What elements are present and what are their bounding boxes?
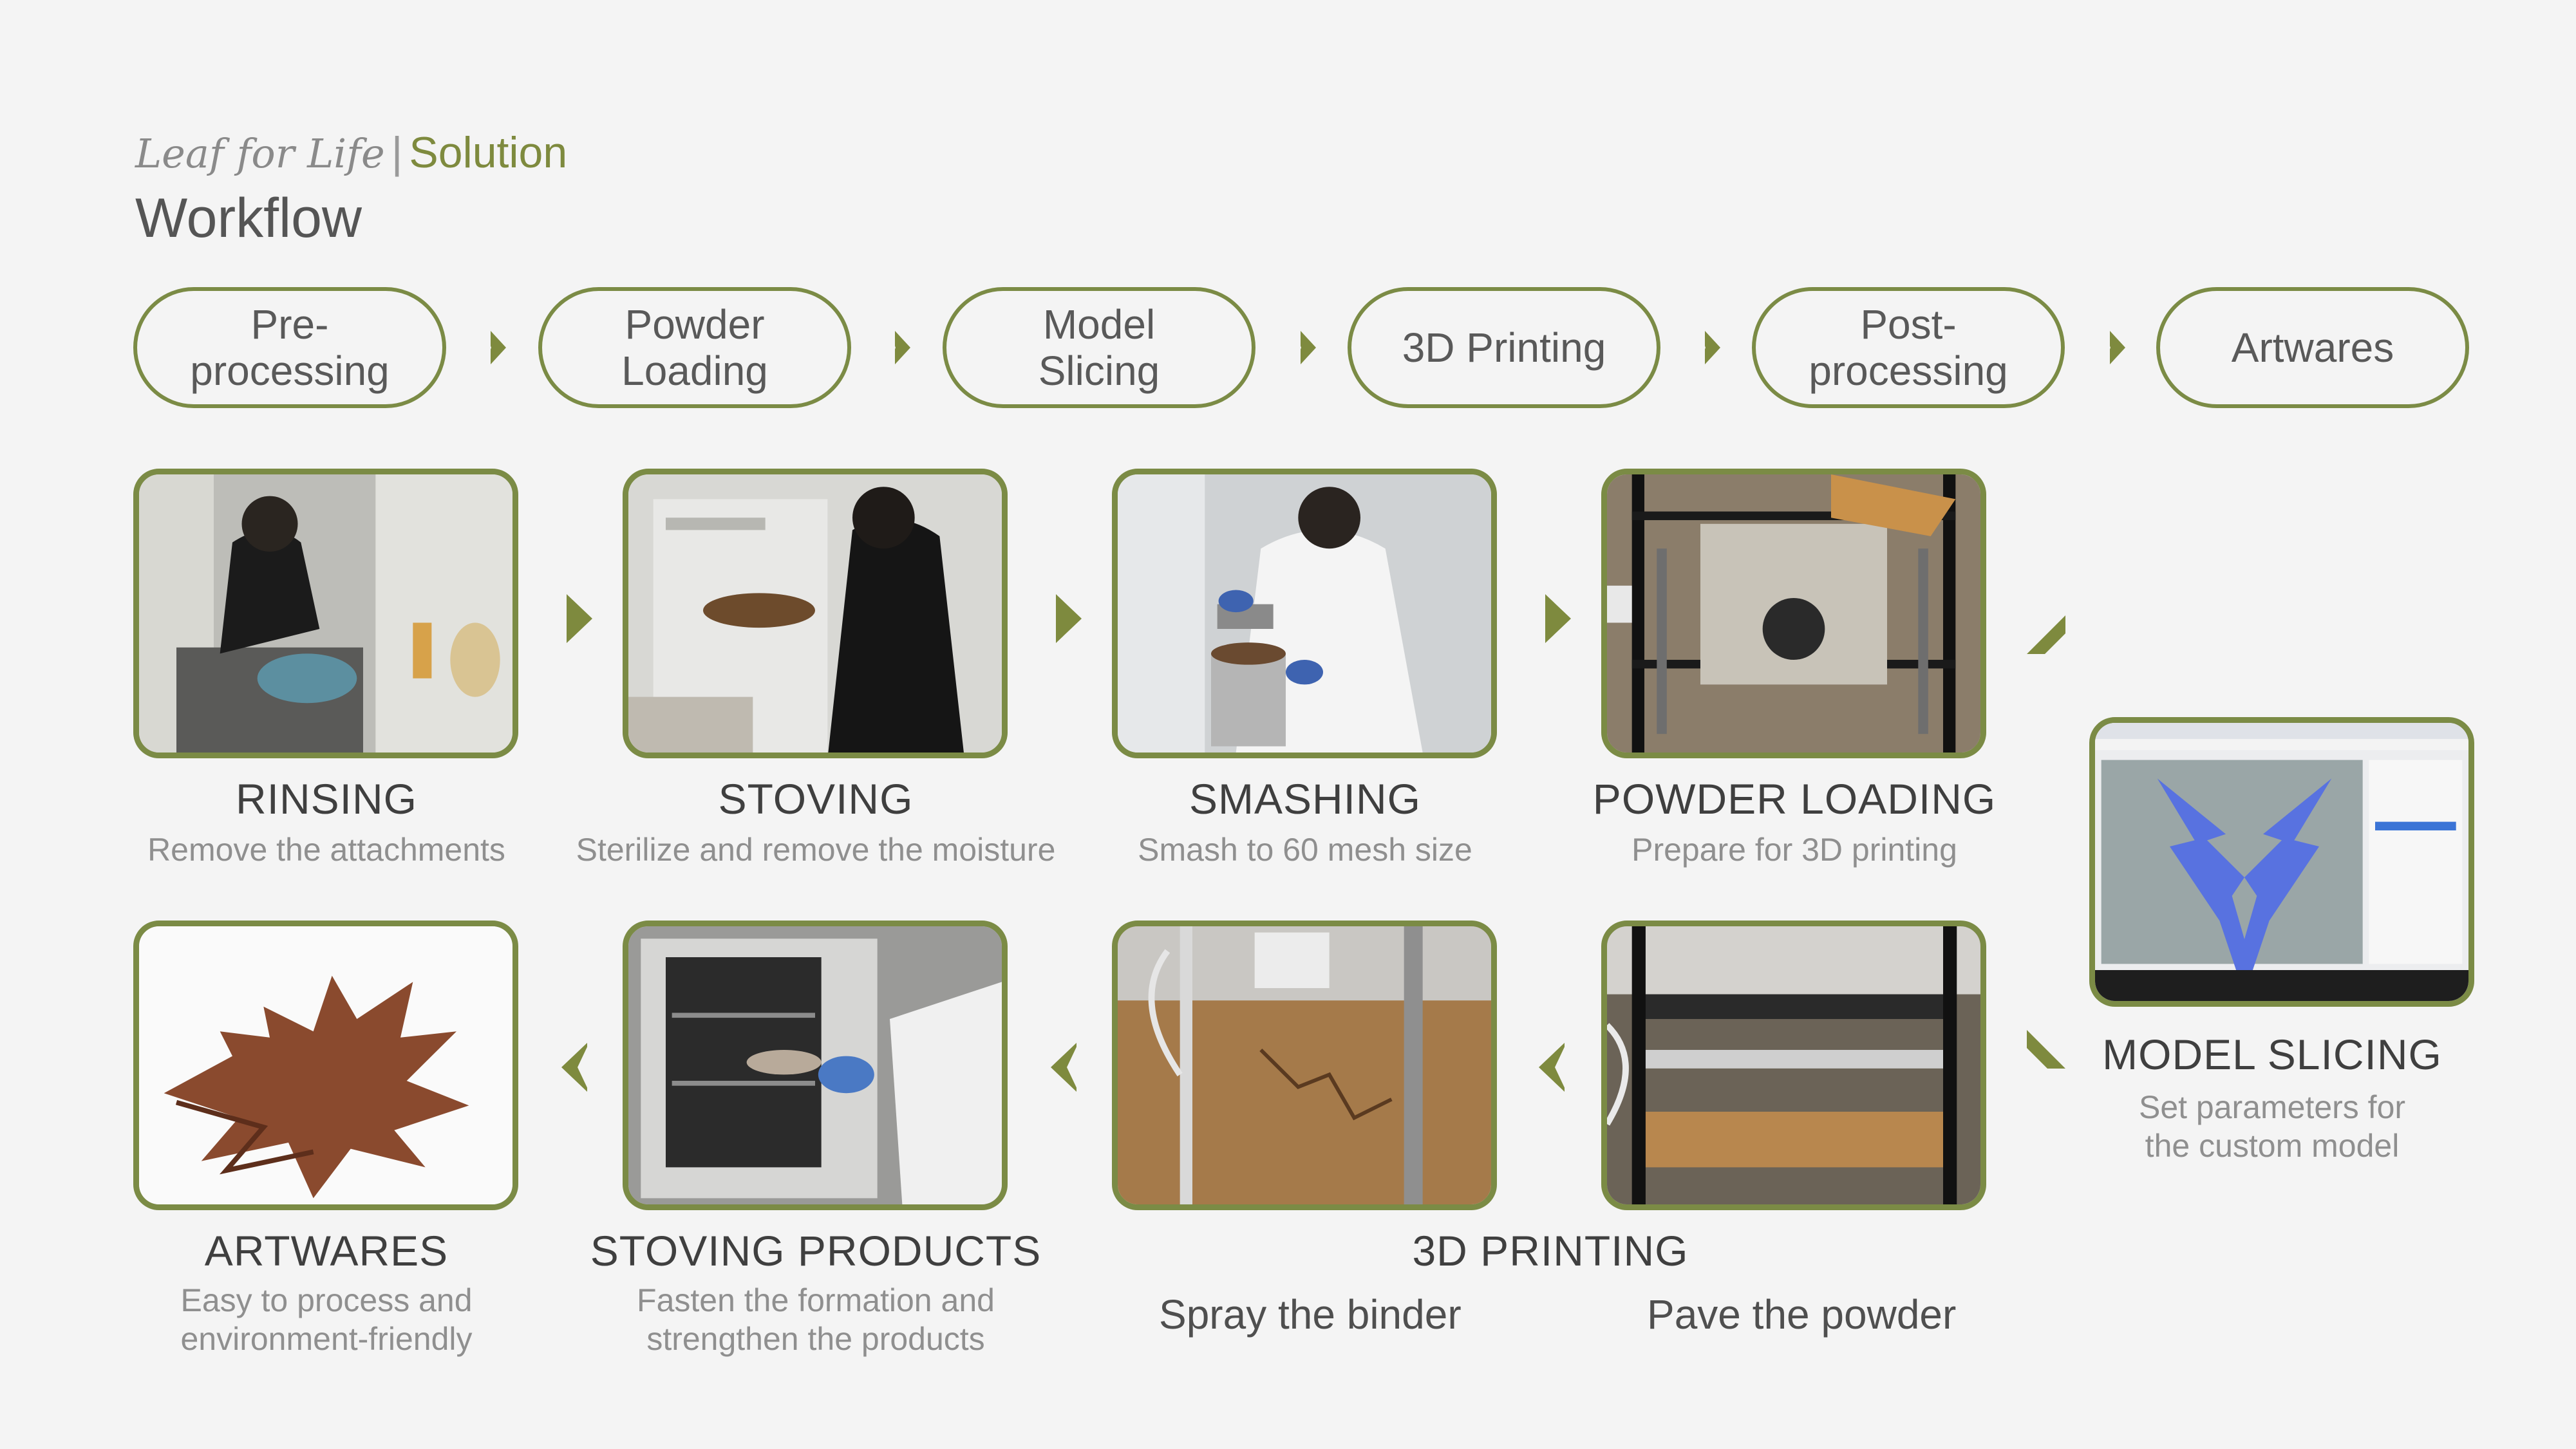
step-desc-stoving-products-2: strengthen the products [646,1321,985,1357]
chevron-right-icon [889,331,910,364]
step-desc-model-slicing-1: Set parameters for [2138,1089,2406,1125]
step-title-artwares: ARTWARES [204,1227,449,1275]
photo-stoving-products [623,921,1008,1210]
step-title-stoving: STOVING [718,775,914,823]
chevron-right-icon [555,594,592,643]
photo-spray-binder [1112,921,1497,1210]
step-title-rinsing: RINSING [235,775,418,823]
step-desc-artwares-1: Easy to process and [180,1282,473,1318]
step-title-powder-loading: POWDER LOADING [1592,775,1997,823]
step-title-model-slicing: MODEL SLICING [2102,1031,2442,1078]
chevron-right-icon [1044,594,1082,643]
stage-label: Model Slicing [1038,301,1160,394]
section-name: Solution [409,128,568,177]
stage-pill-powder-loading: Powder Loading [538,287,851,408]
photo-smashing [1112,469,1497,758]
step-desc-pave-powder: Pave the powder [1647,1291,1957,1338]
stage-pill-3d-printing: 3D Printing [1348,287,1660,408]
stage-pill-artwares: Artwares [2156,287,2469,408]
chevron-right-icon [1295,331,1316,364]
stage-label: Artwares [2231,324,2394,371]
step-desc-stoving: Sterilize and remove the moisture [576,832,1056,868]
brand-separator: | [391,128,403,177]
photo-pave-powder [1601,921,1986,1210]
step-title-stoving-products: STOVING PRODUCTS [590,1227,1042,1275]
step-desc-rinsing: Remove the attachments [147,832,505,868]
step-title-smashing: SMASHING [1189,775,1422,823]
chevron-right-icon [485,331,506,364]
brand-name: Leaf for Life [135,130,385,177]
chevron-right-icon [1699,331,1720,364]
chevron-left-icon [561,1043,589,1092]
photo-powder-loading [1601,469,1986,758]
stage-label: Pre- processing [190,301,390,394]
photo-rinsing [133,469,518,758]
chevron-left-icon [1051,1043,1078,1092]
step-desc-smashing: Smash to 60 mesh size [1138,832,1472,868]
stage-label: Powder Loading [621,301,768,394]
photo-model-slicing [2089,717,2474,1007]
step-desc-spray-binder: Spray the binder [1159,1291,1462,1338]
corner-arrow-icon [2027,615,2065,654]
stage-pill-model-slicing: Model Slicing [943,287,1255,408]
stage-label: 3D Printing [1402,324,1606,371]
step-desc-model-slicing-2: the custom model [2145,1128,2400,1164]
brand-header: Leaf for Life|Solution [135,127,567,178]
step-desc-powder-loading: Prepare for 3D printing [1631,832,1957,868]
step-desc-artwares-2: environment-friendly [180,1321,473,1357]
stage-label: Post- processing [1809,301,2008,394]
photo-stoving [623,469,1008,758]
chevron-right-icon [2104,331,2125,364]
chevron-right-icon [1534,594,1571,643]
photo-artwares [133,921,518,1210]
stage-pill-post-processing: Post- processing [1752,287,2065,408]
stage-pill-preprocessing: Pre- processing [133,287,446,408]
step-desc-stoving-products-1: Fasten the formation and [637,1282,995,1318]
step-title-3d-printing: 3D PRINTING [1412,1227,1689,1275]
chevron-left-icon [1539,1043,1566,1092]
corner-arrow-icon [2027,1030,2065,1069]
page-title: Workflow [135,187,362,249]
